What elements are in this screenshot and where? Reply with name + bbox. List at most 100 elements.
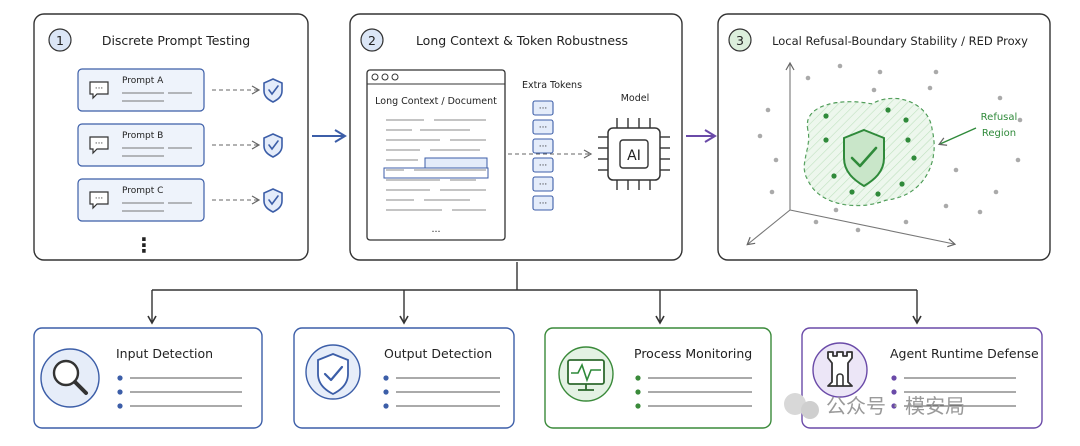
sample-point: [903, 219, 909, 225]
shield-check-icon: [263, 133, 283, 158]
sample-point: [769, 189, 775, 195]
refusal-point: [823, 113, 829, 119]
bullet-item: [635, 389, 752, 395]
panel-discrete-prompt-testing: 1 Discrete Prompt Testing ···Prompt A···…: [33, 13, 309, 261]
prompt-card: ··· Prompt A: [77, 68, 283, 112]
chat-bubble-icon: ···: [89, 136, 109, 155]
long-context-document-window: Long Context / Document ...: [366, 69, 506, 241]
prompt-card: ··· Prompt C: [77, 178, 283, 222]
shield-check-icon: [843, 128, 885, 188]
sample-point: [993, 189, 999, 195]
3d-axes: [746, 61, 957, 248]
sample-point: [997, 95, 1003, 101]
shield-check-icon: [305, 344, 361, 400]
window-dot-icon: [371, 73, 379, 81]
defense-bullet-lists: [117, 375, 1016, 409]
highlighted-span: [383, 167, 489, 179]
watermark-text: 公众号 · 模安局: [826, 394, 965, 418]
extra-token-stack: ··· ··· ··· ··· ··· ···: [532, 100, 554, 211]
panel-refusal-boundary-stability: 3 Local Refusal-Boundary Stability / RED…: [717, 13, 1051, 261]
document-more-ellipsis: ...: [431, 224, 440, 235]
token-glyph: ···: [539, 161, 548, 171]
monitor-heartbeat-icon: [558, 346, 614, 402]
sample-point: [1017, 117, 1023, 123]
sample-point: [977, 209, 983, 215]
panel-long-context-token-robustness: 2 Long Context & Token Robustness Long C…: [349, 13, 683, 261]
prompt-label: Prompt B: [122, 131, 163, 141]
bullet-item: [635, 375, 752, 381]
sample-point: [813, 219, 819, 225]
wechat-logo-icon: [784, 393, 806, 415]
sample-point: [927, 85, 933, 91]
sample-point: [773, 157, 779, 163]
bullet-item: [117, 375, 242, 381]
panel-3-number: 3: [736, 33, 744, 48]
bullet-item: [635, 403, 752, 409]
bullet-item: [891, 389, 1016, 395]
defense-label-agent-runtime-defense: Agent Runtime Defense: [890, 346, 1039, 361]
refusal-point: [903, 117, 909, 123]
chat-bubble-icon: ···: [89, 191, 109, 210]
highlighted-span: [424, 157, 488, 169]
defense-label-input-detection: Input Detection: [116, 346, 213, 361]
refusal-region-pointer: [937, 127, 977, 146]
extra-token: ···: [532, 138, 554, 154]
refusal-point: [911, 155, 917, 161]
refusal-point: [849, 189, 855, 195]
castle-tower-icon: [812, 342, 868, 398]
more-prompts-ellipsis: ⋮: [134, 233, 154, 257]
prompt-card: ··· Prompt B: [77, 123, 283, 167]
extra-token: ···: [532, 119, 554, 135]
chat-bubble-icon: ···: [89, 81, 109, 100]
refusal-region-label-line1: Refusal: [981, 112, 1018, 123]
window-dot-icon: [381, 73, 389, 81]
prompt-label: Prompt A: [122, 76, 164, 86]
token-glyph: ···: [539, 180, 548, 190]
refusal-point: [823, 137, 829, 143]
bullet-item: [891, 403, 1016, 409]
bullet-item: [383, 375, 500, 381]
svg-text:···: ···: [95, 84, 104, 94]
panel-1-number-badge: [48, 28, 72, 52]
defense-label-process-monitoring: Process Monitoring: [634, 346, 752, 361]
document-text-lines: [386, 119, 486, 211]
sample-point: [1015, 157, 1021, 163]
sample-point: [871, 87, 877, 93]
magnifier-icon: [40, 348, 100, 408]
sample-point: [855, 227, 861, 233]
panel-1-title: Discrete Prompt Testing: [102, 33, 250, 48]
panel-3-title: Local Refusal-Boundary Stability / RED P…: [772, 34, 1028, 48]
sample-point: [943, 203, 949, 209]
model-label: Model: [621, 93, 650, 104]
scatter-points: [757, 63, 1023, 233]
prompt-label: Prompt C: [122, 186, 163, 196]
sample-point: [953, 167, 959, 173]
refusal-point: [905, 137, 911, 143]
bullet-item: [383, 389, 500, 395]
chip-label: AI: [627, 148, 641, 164]
document-label: Long Context / Document: [375, 96, 497, 107]
refusal-point: [899, 181, 905, 187]
watermark: 公众号 · 模安局: [784, 393, 965, 419]
sample-point: [757, 133, 763, 139]
bullet-item: [383, 403, 500, 409]
extra-tokens-label: Extra Tokens: [522, 80, 582, 91]
shield-check-icon: [263, 188, 283, 213]
shield-check-icon: [263, 78, 283, 103]
window-dot-icon: [391, 73, 399, 81]
sample-point: [833, 207, 839, 213]
refusal-point: [875, 191, 881, 197]
sample-point: [933, 69, 939, 75]
extra-token: ···: [532, 100, 554, 116]
bullet-item: [117, 403, 242, 409]
sample-point: [837, 63, 843, 69]
panel-1-number: 1: [56, 33, 64, 48]
svg-text:···: ···: [95, 139, 104, 149]
refusal-point: [885, 107, 891, 113]
token-glyph: ···: [539, 199, 548, 209]
ai-chip-icon: AI: [598, 118, 670, 190]
extra-token: ···: [532, 195, 554, 211]
token-glyph: ···: [539, 104, 548, 114]
prompt-list: ··· Prompt A ··· Prompt B ··· Prompt C: [77, 68, 283, 222]
